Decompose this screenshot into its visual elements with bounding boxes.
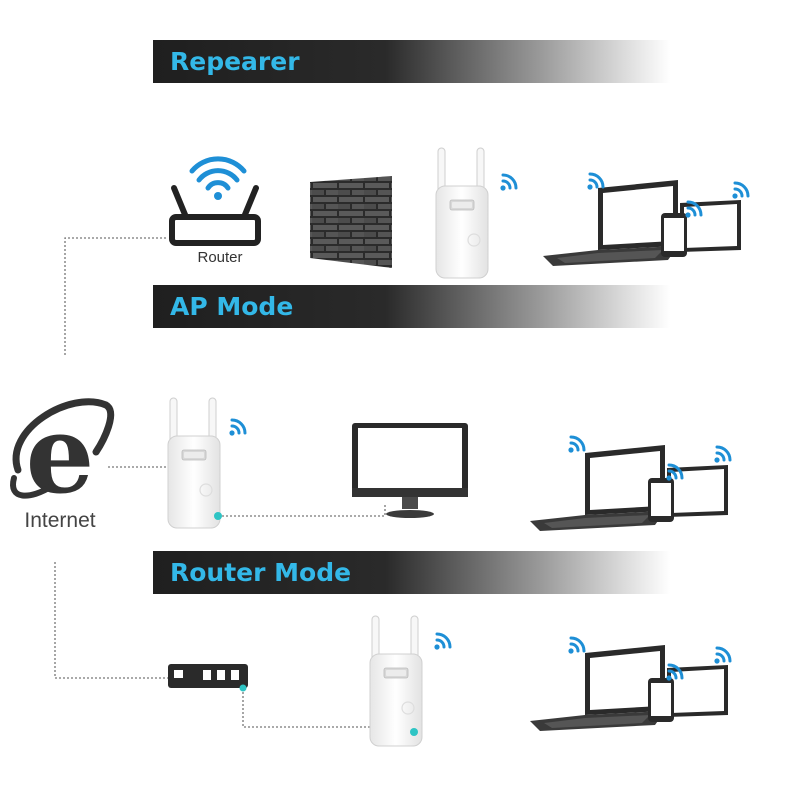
port-led (214, 512, 222, 520)
internet-label: Internet (24, 509, 95, 532)
banner-router-mode-label: Router Mode (170, 558, 351, 587)
wifi-icon (566, 435, 586, 455)
wifi-extender-icon (435, 147, 489, 279)
internet-explorer-icon: e (10, 392, 115, 518)
wifi-extender-icon (167, 397, 221, 529)
brick-wall-icon (310, 176, 392, 268)
banner-ap-mode-label: AP Mode (170, 292, 293, 321)
svg-text:e: e (26, 392, 95, 518)
internet-to-switch-line (54, 562, 168, 679)
network-switch-icon (168, 664, 248, 688)
wifi-extender-icon (369, 615, 423, 747)
banner-router-mode: Router Mode (153, 551, 670, 594)
router-icon (169, 156, 261, 246)
banner-repeater: Repearer (153, 40, 670, 83)
switch-to-router-extender-line (242, 688, 410, 728)
wifi-icon (730, 181, 750, 201)
banner-repeater-label: Repearer (170, 47, 300, 76)
laptop-phone-tablet-icons (530, 445, 728, 531)
wifi-icon (498, 173, 518, 193)
wifi-icon (712, 445, 732, 465)
ap-extender-to-monitor-line (222, 505, 386, 517)
wifi-icon (227, 418, 247, 438)
router-label: Router (197, 249, 242, 266)
monitor-icon (352, 423, 468, 518)
wifi-icon (432, 632, 452, 652)
laptop-phone-tablet-icons (543, 180, 741, 266)
wifi-icon (585, 172, 605, 192)
port-led (410, 728, 418, 736)
connection-lines (54, 237, 410, 728)
wifi-icon (712, 646, 732, 666)
wifi-icon (566, 636, 586, 656)
internet-to-router-line (64, 237, 168, 355)
banner-ap-mode: AP Mode (153, 285, 670, 328)
port-led (239, 684, 247, 692)
laptop-phone-tablet-icons (530, 645, 728, 731)
